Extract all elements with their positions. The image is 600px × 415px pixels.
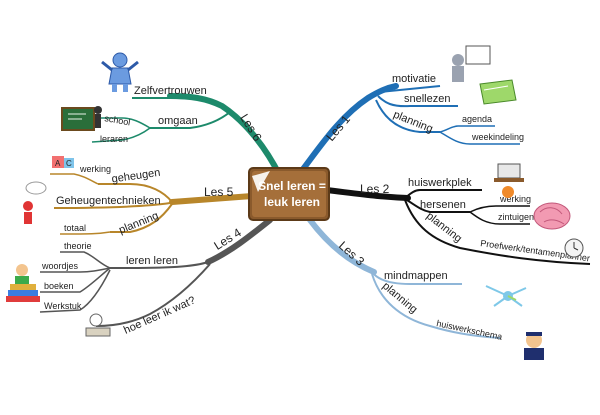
center-node: Snel leren = leuk leren [248,167,330,221]
center-title-line1: Snel leren = [258,179,326,193]
les6-main-branch [167,93,283,179]
books-icon [6,264,40,302]
node-motivatie: motivatie [392,73,436,85]
node-totaal: totaal [64,223,86,233]
node-agenda: agenda [462,114,492,124]
les3-main-branch [307,217,377,275]
reader-icon [85,313,111,337]
node-school: school [104,113,131,127]
node-zintuigen: zintuigen [498,212,534,222]
les2-label: Les 2 [360,182,390,196]
node-huiswerkschema: huiswerkschema [436,318,504,342]
node-omgaan: omgaan [158,115,198,127]
node-leraren: leraren [100,134,128,144]
node-les2-planning: planning [424,210,464,245]
node-les5-werking: werking [79,164,111,174]
node-hersenen: hersenen [420,199,466,211]
mindmap-icon [485,285,527,307]
center-title-line2: leuk leren [264,195,320,209]
alarm-clock-icon [564,238,584,258]
person-icon [101,52,139,92]
les5-label: Les 5 [204,185,234,199]
brain-icon [533,202,571,230]
node-les3-planning: planning [380,280,420,316]
node-hoeleer: hoe leer ik wat? [122,294,197,336]
node-huiswerkplek: huiswerkplek [408,177,472,189]
thinking-person-icon [23,181,47,224]
node-zelfvertrouwen: Zelfvertrouwen [134,85,207,97]
node-weekindeling: weekindeling [471,132,524,142]
branch-les5: Les 5 geheugen werking Geheugentechnieke… [50,164,255,237]
node-boeken: boeken [44,281,74,291]
svg-text:C: C [66,159,72,168]
node-werkstuk: Werkstuk [44,301,82,311]
node-mindmappen: mindmappen [384,270,448,282]
abc-blocks-icon: A C [52,156,74,168]
node-geheugen: geheugen [111,167,161,186]
desk-icon [494,163,524,182]
branch-les3: Les 3 mindmappen planning huiswerkschema [307,217,504,342]
les2-main-branch [323,187,411,201]
branch-les4: Les 4 leren leren theorie woordjes boeke… [39,217,273,337]
node-les2-werking: werking [499,194,531,204]
node-les5-planning: planning [117,210,160,237]
les4-main-branch [205,217,273,265]
node-snellezen: snellezen [404,93,450,105]
branch-les6: Les 6 Zelfvertrouwen omgaan school lerar… [91,85,283,179]
svg-text:A: A [55,159,61,168]
book-icon [479,79,517,105]
fox-icon [502,186,514,198]
node-lerenleren: leren leren [126,255,178,267]
student-icon [524,332,544,360]
les5-main-branch [169,193,255,205]
node-technieken: Geheugentechnieken [56,195,161,207]
node-theorie: theorie [64,241,92,251]
node-woordjes: woordjes [41,261,79,271]
chalkboard-icon [61,106,102,131]
les1-main-branch [294,83,399,180]
presenter-icon [452,45,491,82]
